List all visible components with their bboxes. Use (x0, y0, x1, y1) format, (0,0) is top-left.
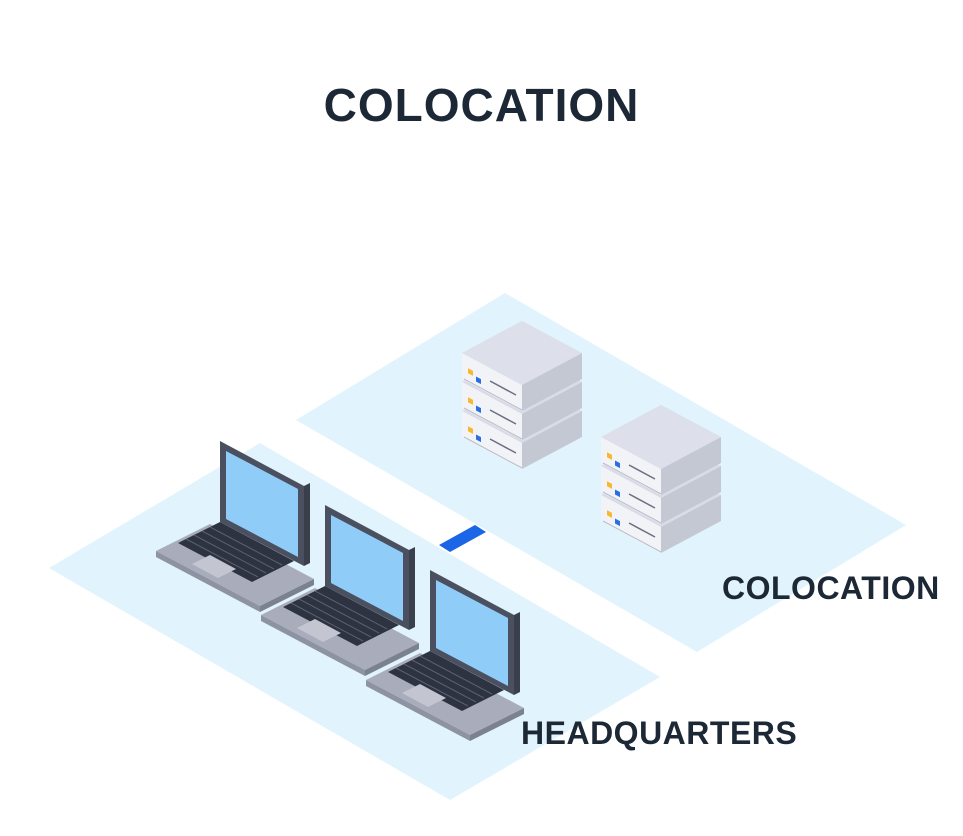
colocation-label: COLOCATION (722, 570, 940, 606)
headquarters-label: HEADQUARTERS (521, 715, 798, 751)
network-link-icon (439, 525, 486, 552)
page-title: COLOCATION (323, 79, 640, 131)
